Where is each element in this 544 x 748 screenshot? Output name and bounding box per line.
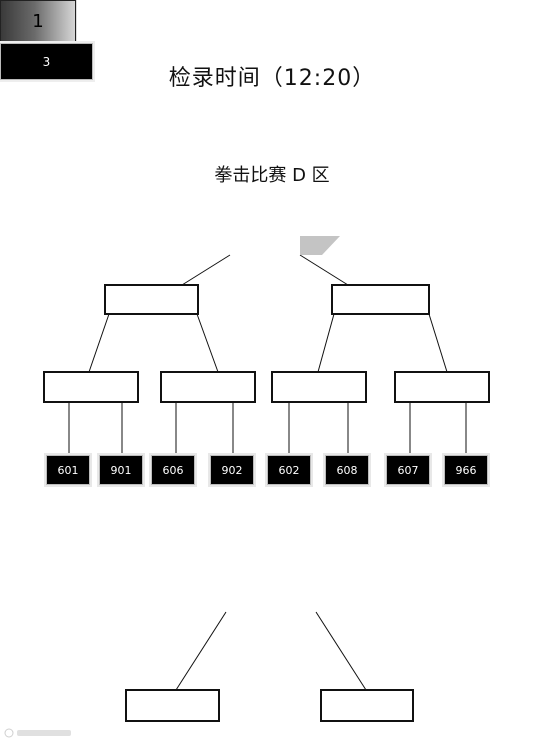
- semifinal-slot-right: [331, 284, 430, 315]
- player-box: 901: [99, 455, 143, 485]
- page-title: 检录时间（12:20）: [168, 66, 376, 91]
- connector-line: [317, 313, 335, 373]
- connector-line: [428, 313, 448, 373]
- semifinal-slot-left: [104, 284, 199, 315]
- connector-line: [175, 611, 227, 691]
- connector-line: [88, 313, 110, 373]
- bottom-slot-left: [125, 689, 220, 722]
- quarterfinal-slot-3: [271, 371, 367, 403]
- connector-line: [196, 313, 219, 373]
- seed-box-bottom: 3: [0, 43, 93, 80]
- player-box: 902: [210, 455, 254, 485]
- watermark-logo: [4, 727, 74, 742]
- player-box: 607: [386, 455, 430, 485]
- player-box: 966: [444, 455, 488, 485]
- player-box: 602: [267, 455, 311, 485]
- player-box: 608: [325, 455, 369, 485]
- bracket-title: 拳击比赛 D 区: [214, 165, 330, 186]
- seed-shadow: [300, 236, 340, 255]
- connector-line: [315, 611, 367, 691]
- quarterfinal-slot-1: [43, 371, 139, 403]
- seed-box-top: 1: [0, 0, 76, 43]
- connector-line: [181, 254, 231, 286]
- quarterfinal-slot-2: [160, 371, 256, 403]
- quarterfinal-slot-4: [394, 371, 490, 403]
- bottom-slot-right: [320, 689, 414, 722]
- connector-line: [299, 254, 349, 286]
- player-box: 601: [46, 455, 90, 485]
- player-box: 606: [151, 455, 195, 485]
